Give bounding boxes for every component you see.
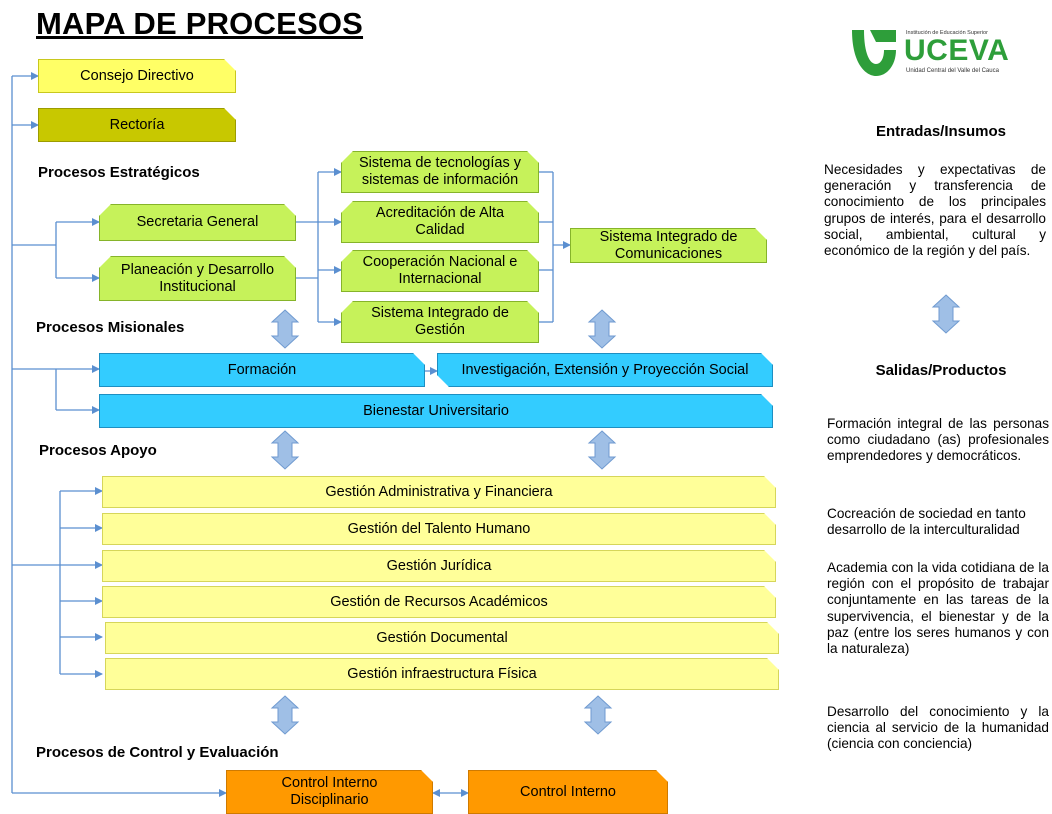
logo-name: UCEVA bbox=[904, 34, 1010, 67]
section-heading-misionales: Procesos Misionales bbox=[36, 319, 185, 336]
section-heading-estrategicos: Procesos Estratégicos bbox=[38, 164, 200, 181]
salidas-item: Formación integral de las personas como … bbox=[827, 416, 1049, 464]
formacion-box: Formación bbox=[99, 353, 425, 387]
acreditacion-box: Acreditación de Alta Calidad bbox=[341, 201, 539, 243]
logo-subtitle: Unidad Central del Valle del Cauca bbox=[906, 68, 999, 74]
double-arrow-icon bbox=[583, 695, 613, 735]
entradas-text: Necesidades y expectativas de generación… bbox=[824, 162, 1046, 259]
sig-box: Sistema Integrado de Gestión bbox=[341, 301, 539, 343]
double-arrow-icon bbox=[270, 309, 300, 349]
apoyo-item-administrativa: Gestión Administrativa y Financiera bbox=[102, 476, 776, 508]
salidas-heading: Salidas/Productos bbox=[875, 362, 1007, 379]
apoyo-item-recursos-academicos: Gestión de Recursos Académicos bbox=[102, 586, 776, 618]
control-interno-disciplinario-box: Control Interno Disciplinario bbox=[226, 770, 433, 814]
bienestar-box: Bienestar Universitario bbox=[99, 394, 773, 428]
salidas-item: Cocreación de sociedad en tanto desarrol… bbox=[827, 506, 1026, 538]
investigacion-box: Investigación, Extensión y Proyección So… bbox=[437, 353, 773, 387]
section-heading-apoyo: Procesos Apoyo bbox=[39, 442, 157, 459]
uceva-logo: Institución de Educación Superior UCEVA … bbox=[846, 24, 1026, 82]
apoyo-item-juridica: Gestión Jurídica bbox=[102, 550, 776, 582]
rectoria-box: Rectoría bbox=[38, 108, 236, 142]
control-interno-box: Control Interno bbox=[468, 770, 668, 814]
double-arrow-icon bbox=[270, 695, 300, 735]
comunicaciones-box: Sistema Integrado de Comunicaciones bbox=[570, 228, 767, 263]
section-heading-control: Procesos de Control y Evaluación bbox=[36, 744, 279, 761]
apoyo-item-infraestructura: Gestión infraestructura Física bbox=[105, 658, 779, 690]
logo-emblem-icon bbox=[852, 30, 896, 76]
cooperacion-box: Cooperación Nacional e Internacional bbox=[341, 250, 539, 292]
salidas-item: Desarrollo del conocimiento y la ciencia… bbox=[827, 704, 1049, 752]
planeacion-box: Planeación y Desarrollo Institucional bbox=[99, 256, 296, 301]
secretaria-general-box: Secretaria General bbox=[99, 204, 296, 241]
consejo-directivo-box: Consejo Directivo bbox=[38, 59, 236, 93]
double-arrow-icon bbox=[270, 430, 300, 470]
apoyo-item-documental: Gestión Documental bbox=[105, 622, 779, 654]
double-arrow-icon bbox=[587, 309, 617, 349]
double-arrow-icon bbox=[587, 430, 617, 470]
logo-top-text: Institución de Educación Superior bbox=[906, 30, 988, 36]
salidas-item: Academia con la vida cotidiana de la reg… bbox=[827, 560, 1049, 657]
entradas-heading: Entradas/Insumos bbox=[875, 123, 1007, 140]
tecnologias-box: Sistema de tecnologías y sistemas de inf… bbox=[341, 151, 539, 193]
apoyo-item-talento-humano: Gestión del Talento Humano bbox=[102, 513, 776, 545]
double-arrow-icon bbox=[931, 294, 961, 334]
page-title: MAPA DE PROCESOS bbox=[36, 6, 364, 41]
